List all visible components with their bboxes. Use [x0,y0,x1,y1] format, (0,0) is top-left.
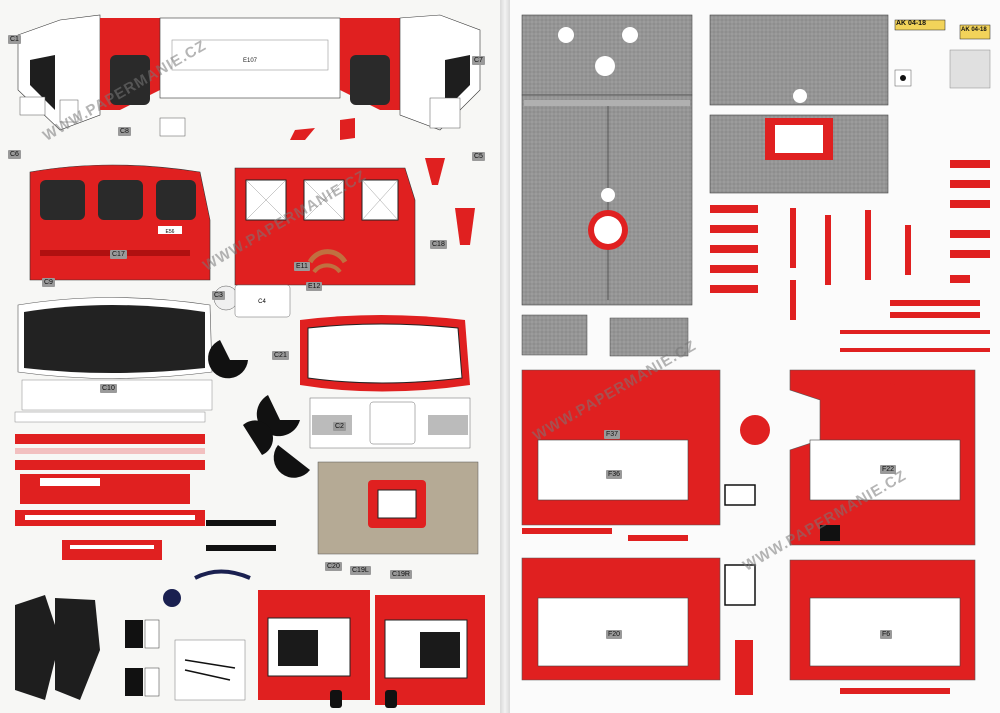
mid-grey-panels [521,314,689,357]
label-c21: C21 [272,351,289,360]
right-page: F36 F22 F20 F6 F37 AK 04-18 AK 04-18 WWW… [510,0,1000,713]
e11-e12-parts: C4 [213,249,348,318]
label-c3: C3 [212,291,225,300]
label-c2: C2 [333,422,346,431]
left-page: E107 E56 [8,14,485,708]
label-c17: C17 [110,250,127,259]
windshield-frame-c21 [300,315,470,392]
label-e11: E11 [294,262,310,271]
label-c18: C18 [430,240,447,249]
floor-c20 [317,461,479,555]
c4-label: C4 [258,299,266,305]
cab-side-c9: E56 [29,164,211,281]
bottom-black-parts [15,569,251,701]
stripe-parts [14,411,276,560]
label-c19l: C19L [350,566,371,575]
door-parts [258,590,485,708]
right-page-parts [521,14,991,695]
label-f22: F22 [880,465,897,474]
label-c9: C9 [42,278,55,287]
small-parts-top [19,96,475,245]
roof-strip-part: E107 [17,14,481,131]
label-c20: C20 [325,562,342,571]
round-parts [208,340,310,478]
plate-text-1: AK 04-18 [896,20,926,27]
left-page-parts: E107 E56 [14,14,485,708]
windshield-c10 [17,297,213,411]
big-red-panels [521,369,976,695]
grey-floor-panels [521,14,889,306]
label-c10: C10 [100,384,117,393]
e107-label: E107 [243,58,258,64]
cab-side-c18 [234,167,416,286]
page-gutter [500,0,510,713]
label-f6: F6 [880,630,893,639]
e56-label: E56 [166,229,175,235]
label-c7: C7 [472,56,485,65]
small-red-strips [710,160,990,352]
label-c1: C1 [8,35,21,44]
label-e12: E12 [306,282,323,291]
label-c6: C6 [8,150,21,159]
label-c5: C5 [472,152,485,161]
label-f36: F36 [606,470,623,479]
label-f37: F37 [604,430,621,439]
label-c19r: C19R [390,570,412,579]
plate-area [894,19,991,89]
label-f20: F20 [606,630,623,639]
label-c8: C8 [118,127,131,136]
wheel-parts [724,484,840,606]
plate-text-2: AK 04-18 [961,27,987,33]
